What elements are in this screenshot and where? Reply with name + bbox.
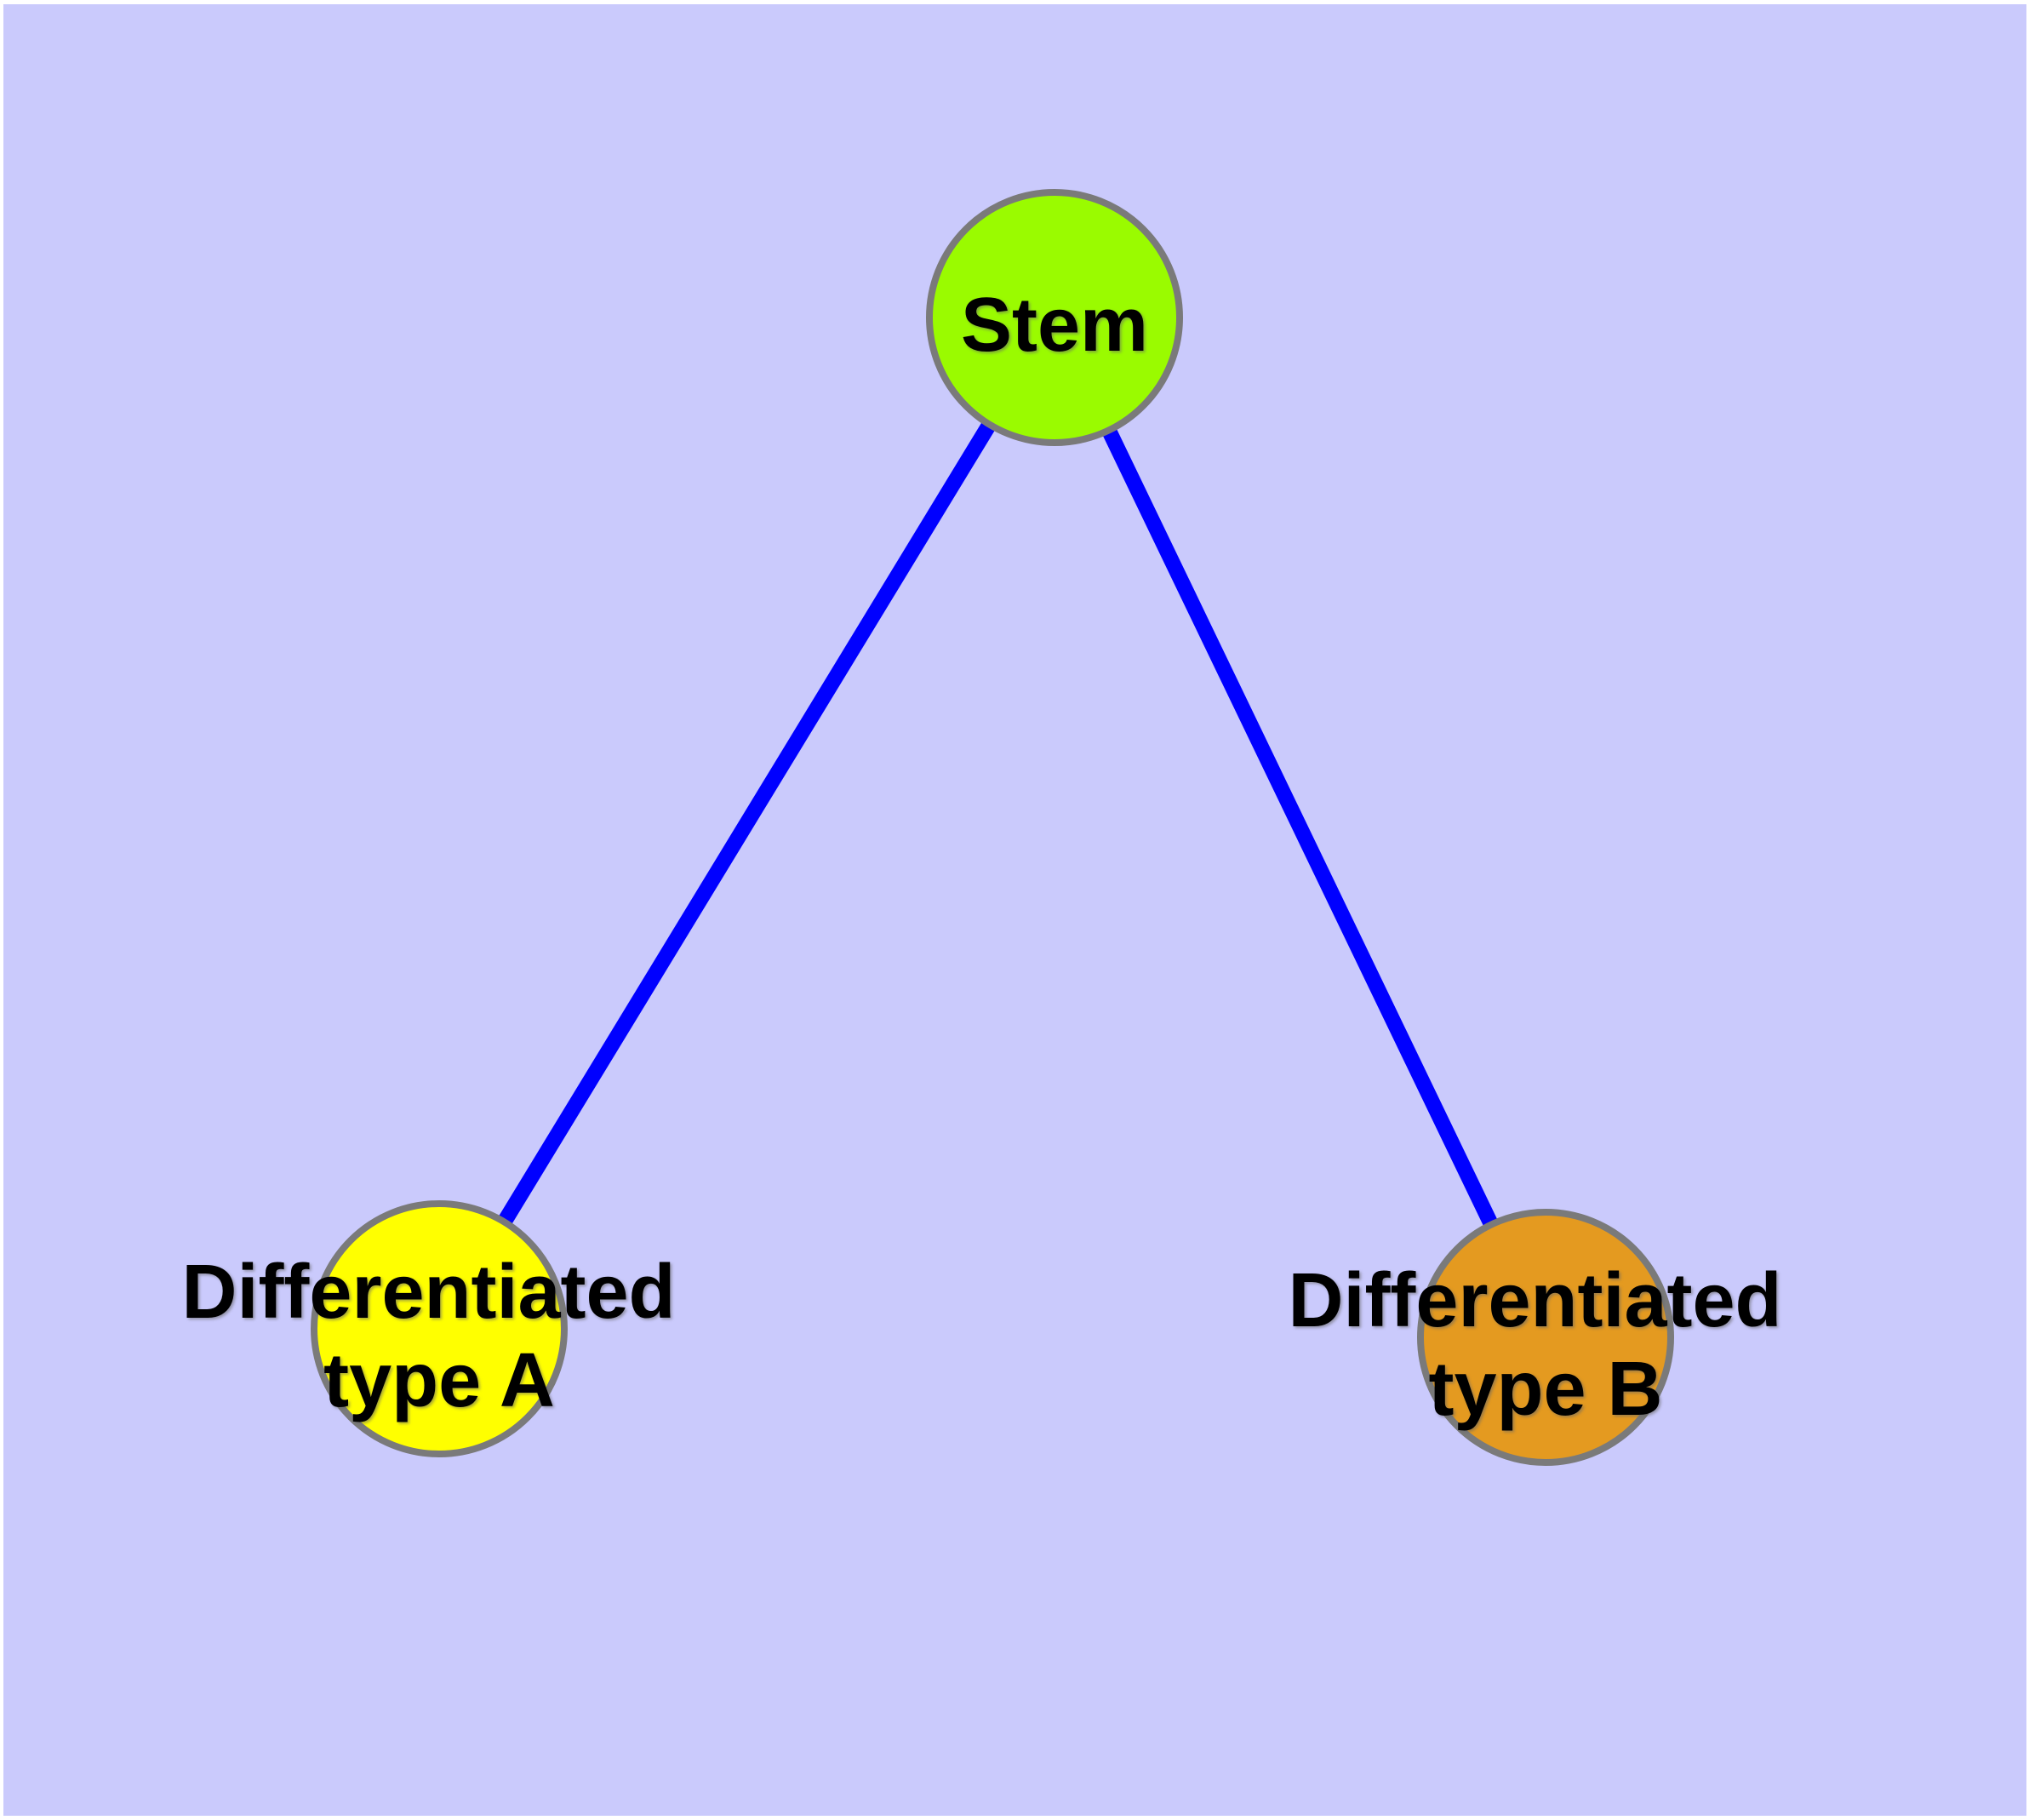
node-differentiated-type-a[interactable] <box>311 1200 568 1457</box>
label-line-1: Differentiated <box>181 1250 675 1335</box>
node-stem-label: Stem <box>961 283 1148 368</box>
edge-stem-to-type-a <box>432 313 1061 1333</box>
label-line-2: type A <box>323 1338 555 1423</box>
label-line-2: type B <box>1428 1347 1662 1432</box>
node-differentiated-type-b-label: Differentiated type B <box>1288 1258 1803 1432</box>
label-line-1: Differentiated <box>1288 1258 1781 1343</box>
node-differentiated-type-b[interactable] <box>1417 1209 1674 1466</box>
edge-stem-to-type-b <box>1047 314 1553 1341</box>
node-stem[interactable] <box>926 189 1183 446</box>
node-differentiated-type-a-label: Differentiated type A <box>181 1250 696 1423</box>
